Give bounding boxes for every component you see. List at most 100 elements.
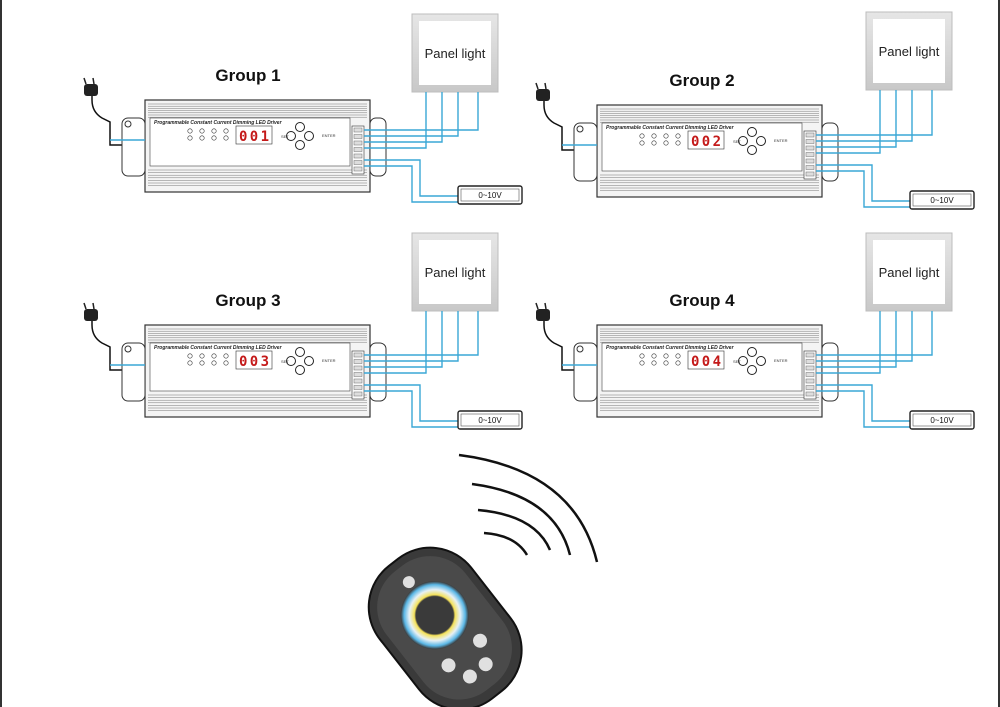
panel-light-face <box>873 240 945 304</box>
output-wire <box>816 90 897 148</box>
output-wire <box>364 311 479 356</box>
enter-label: ENTER <box>774 358 788 363</box>
led-driver: Programmable Constant Current Dimming LE… <box>573 324 839 418</box>
panel-light: Panel light <box>865 232 953 312</box>
dimmer-wire <box>364 159 458 197</box>
enter-label: ENTER <box>774 138 788 143</box>
left-end-cap <box>121 342 146 402</box>
enter-label: ENTER <box>322 358 336 363</box>
led-driver: Programmable Constant Current Dimming LE… <box>121 324 387 418</box>
jumper-icon <box>675 360 681 366</box>
terminal <box>353 147 363 152</box>
panel-light: Panel light <box>411 13 499 93</box>
plug-pin <box>535 302 539 310</box>
jumper-icon <box>211 353 217 359</box>
panel-light-face <box>873 19 945 83</box>
terminal <box>353 391 363 397</box>
driver-button-right <box>304 356 314 366</box>
dimmer-wire <box>816 170 910 208</box>
panel-light-label: Panel light <box>879 265 940 280</box>
segment-display <box>235 350 273 370</box>
jumper-icon <box>223 128 229 134</box>
jumper-icon <box>675 353 681 359</box>
right-end-cap <box>821 342 839 402</box>
dimmer-label: 0~10V <box>930 196 954 205</box>
terminal <box>353 160 363 165</box>
jumper-icon <box>639 140 645 146</box>
plug-pin <box>535 82 539 90</box>
output-wire <box>816 311 881 374</box>
plug-pin <box>92 302 95 310</box>
plug-icon <box>536 89 550 101</box>
left-end-cap <box>573 342 598 402</box>
dimmer-face <box>460 188 520 202</box>
output-wire <box>364 311 443 368</box>
output-wire <box>364 92 479 131</box>
jumper-icon <box>187 128 193 134</box>
terminal <box>805 139 815 144</box>
terminal <box>805 145 815 151</box>
terminal <box>805 359 815 364</box>
panel-light-label: Panel light <box>425 46 486 61</box>
terminal <box>353 140 363 146</box>
driver-button-up <box>295 347 305 357</box>
power-icon <box>402 576 415 589</box>
dimmer-wire <box>816 390 910 428</box>
driver-button-up <box>747 347 757 357</box>
jumper-icon <box>675 140 681 146</box>
panel-light-face <box>419 240 491 304</box>
jumper-icon <box>639 133 645 139</box>
plug-pin <box>544 302 547 310</box>
jumper-icon <box>187 353 193 359</box>
dimmer-wire <box>364 165 458 203</box>
jumper-icon <box>223 353 229 359</box>
jumper-icon <box>199 128 205 134</box>
remote-body <box>367 546 523 707</box>
terminal <box>805 352 815 358</box>
driver-button-right <box>304 131 314 141</box>
dimmer-wire <box>364 390 458 428</box>
jumper-icon <box>639 360 645 366</box>
led-driver: Programmable Constant Current Dimming LE… <box>573 104 839 198</box>
dimmer-label: 0~10V <box>478 191 502 200</box>
plug-icon <box>84 84 98 96</box>
jumper-icon <box>663 133 669 139</box>
power-cord <box>543 317 597 371</box>
terminal <box>353 385 363 390</box>
signal-wave <box>483 531 529 556</box>
panel-light-face <box>419 21 491 85</box>
terminal <box>353 134 363 139</box>
plug-pin <box>83 302 87 310</box>
group-label: Group 1 <box>215 66 280 85</box>
jumper-icon <box>199 360 205 366</box>
jumper-icon <box>663 360 669 366</box>
group-label: Group 2 <box>669 71 734 90</box>
jumper-icon <box>651 360 657 366</box>
driver-button-left <box>286 131 296 141</box>
jumper-icon <box>663 353 669 359</box>
mount-hole <box>576 345 584 353</box>
plug-pin <box>92 77 95 85</box>
driver-button-right <box>756 136 766 146</box>
driver-button-left <box>738 136 748 146</box>
set-label: SET <box>281 134 289 139</box>
right-end-cap <box>369 342 387 402</box>
segment-display <box>235 125 273 145</box>
signal-wave <box>471 482 572 556</box>
set-label: SET <box>733 359 741 364</box>
set-label: SET <box>733 139 741 144</box>
jumper-icon <box>211 128 217 134</box>
jumper-icon <box>651 140 657 146</box>
display-value: 001 <box>239 129 269 145</box>
jumper-icon <box>199 135 205 141</box>
jumper-icon <box>187 135 193 141</box>
driver-button-left <box>286 356 296 366</box>
panel-light-label: Panel light <box>425 265 486 280</box>
left-end-cap <box>573 122 598 182</box>
jumper-icon <box>223 360 229 366</box>
